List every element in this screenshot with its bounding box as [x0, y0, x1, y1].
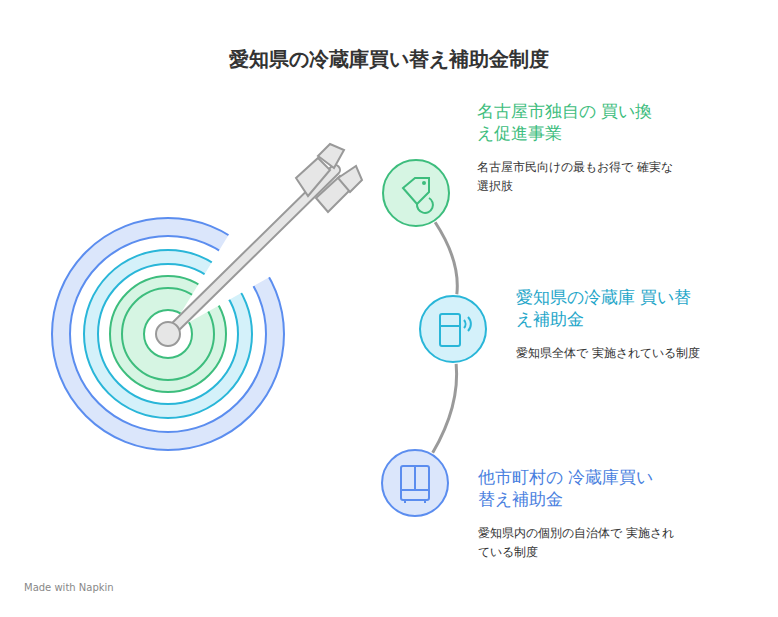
node-description: 名古屋市民向けの最もお得で 確実な選択肢 [477, 158, 677, 196]
text-block: 愛知県の冷蔵庫 買い替え補助金愛知県全体で 実施されている制度 [516, 286, 716, 363]
curve-connector [433, 364, 457, 453]
watermark: Made with Napkin [24, 582, 114, 593]
icon-circle [381, 158, 451, 228]
node-heading: 愛知県の冷蔵庫 買い替え補助金 [516, 286, 706, 330]
diagram-title: 愛知県の冷蔵庫買い替え補助金制度 [0, 46, 778, 73]
curve-connector [435, 222, 457, 294]
node-description: 愛知県内の個別の自治体で 実施されている制度 [478, 524, 678, 562]
icon-circle [418, 294, 488, 364]
text-block: 名古屋市独自の 買い換え促進事業名古屋市民向けの最もお得で 確実な選択肢 [477, 100, 677, 196]
icon-circle [380, 448, 450, 518]
node-heading: 名古屋市独自の 買い換え促進事業 [477, 100, 667, 144]
text-block: 他市町村の 冷蔵庫買い替え補助金愛知県内の個別の自治体で 実施されている制度 [478, 466, 678, 562]
node-description: 愛知県全体で 実施されている制度 [516, 344, 716, 363]
node-heading: 他市町村の 冷蔵庫買い替え補助金 [478, 466, 668, 510]
